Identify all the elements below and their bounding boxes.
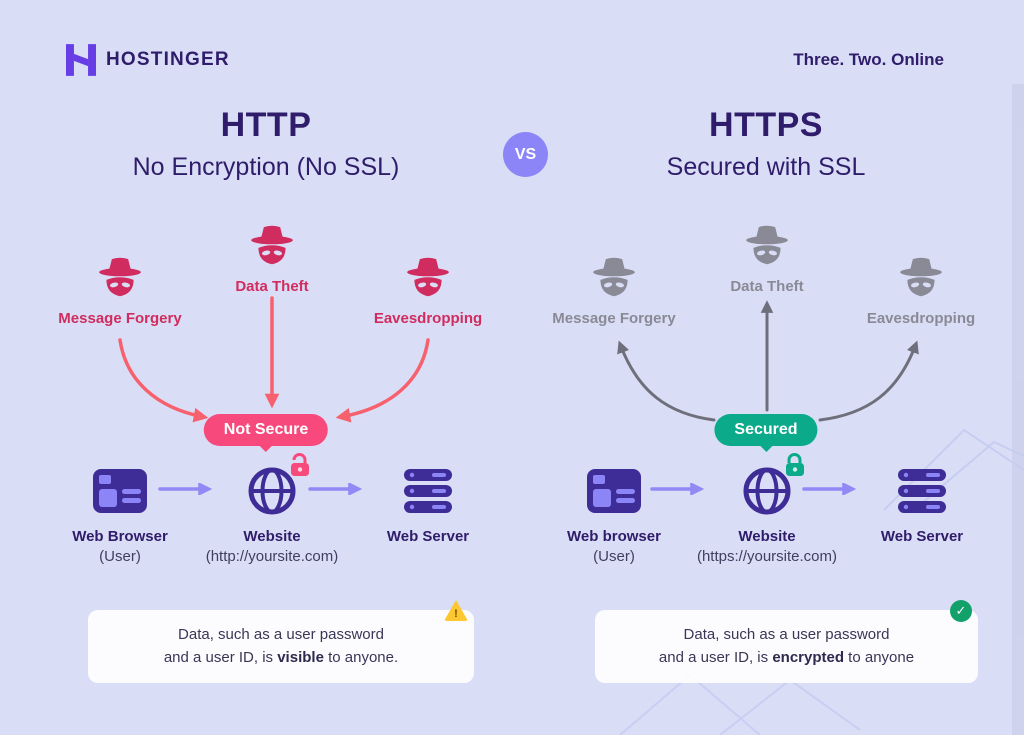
website-node: Website (http://yoursite.com) xyxy=(187,453,357,565)
threat-label: Message Forgery xyxy=(552,310,676,327)
hacker-icon xyxy=(407,257,449,297)
tagline: Three. Two. Online xyxy=(793,50,944,69)
header: HOSTINGER Three. Two. Online xyxy=(66,44,944,76)
node-label: Web Server xyxy=(386,528,470,545)
server-icon xyxy=(898,469,946,513)
node-sublabel: (User) xyxy=(99,548,141,565)
node-label: Web browser xyxy=(567,528,661,545)
threat-data-theft: Data Theft xyxy=(192,224,352,295)
threat-eavesdropping: Eavesdropping xyxy=(841,256,1001,327)
server-icon xyxy=(404,469,452,513)
note-line2: and a user ID, is visible to anyone. xyxy=(163,649,399,667)
not-secure-badge: Not Secure xyxy=(203,414,329,446)
http-subtitle: No Encryption (No SSL) xyxy=(132,153,400,181)
check-icon: ✓ xyxy=(950,600,972,622)
threat-message-forgery: Message Forgery xyxy=(534,256,694,327)
warning-icon: ! xyxy=(444,600,468,621)
browser-icon xyxy=(587,469,641,513)
check-glyph: ✓ xyxy=(955,602,967,618)
hacker-icon xyxy=(746,225,788,265)
hostinger-logo: HOSTINGER xyxy=(66,44,230,76)
node-sublabel: (http://yoursite.com) xyxy=(205,548,339,565)
web-server-node: Web Server xyxy=(837,464,1007,545)
hacker-icon xyxy=(99,257,141,297)
flow-arrow xyxy=(802,483,857,495)
http-column: HTTP No Encryption (No SSL) Message Forg… xyxy=(40,106,492,716)
flow-arrow xyxy=(650,483,705,495)
threat-message-forgery: Message Forgery xyxy=(40,256,200,327)
attack-arrows-in xyxy=(118,296,430,423)
threat-label: Data Theft xyxy=(235,278,309,295)
secured-badge-label: Secured xyxy=(734,421,798,438)
https-note: ✓ Data, such as a user password and a us… xyxy=(595,600,978,683)
flow-arrow xyxy=(158,483,213,495)
node-label: Web Server xyxy=(880,528,964,545)
note-line1: Data, such as a user password xyxy=(178,626,384,643)
note-line1: Data, such as a user password xyxy=(683,626,890,643)
web-browser-node: Web browser (User) xyxy=(529,464,699,565)
globe-icon xyxy=(248,467,296,515)
node-sublabel: (User) xyxy=(593,548,635,565)
warning-glyph: ! xyxy=(454,607,458,620)
threat-label: Eavesdropping xyxy=(866,310,976,327)
threat-data-theft: Data Theft xyxy=(687,224,847,295)
https-title: HTTPS xyxy=(709,106,823,144)
http-note: ! Data, such as a user password and a us… xyxy=(88,600,474,683)
threat-eavesdropping: Eavesdropping xyxy=(348,256,508,327)
node-sublabel: (https://yoursite.com) xyxy=(696,548,838,565)
https-column: HTTPS Secured with SSL Message Forgery D… xyxy=(540,106,992,716)
secured-badge: Secured xyxy=(714,414,818,446)
web-server-node: Web Server xyxy=(343,464,513,545)
background-edge-strip xyxy=(1012,84,1024,735)
not-secure-badge-label: Not Secure xyxy=(223,421,309,438)
hacker-icon xyxy=(900,257,942,297)
vs-badge: VS xyxy=(503,132,548,177)
hostinger-h-icon xyxy=(66,44,96,76)
brand-name: HOSTINGER xyxy=(106,49,230,70)
unlocked-lock-icon xyxy=(291,453,309,476)
node-label: Website xyxy=(243,528,301,545)
https-subtitle: Secured with SSL xyxy=(666,153,866,181)
locked-lock-icon xyxy=(786,453,804,476)
website-node: Website (https://yoursite.com) xyxy=(682,453,852,565)
node-label: Web Browser xyxy=(72,528,168,545)
flow-arrow xyxy=(308,483,363,495)
node-label: Website xyxy=(738,528,796,545)
browser-icon xyxy=(93,469,147,513)
web-browser-node: Web Browser (User) xyxy=(35,464,205,565)
http-title: HTTP xyxy=(220,106,312,144)
hacker-icon xyxy=(593,257,635,297)
hacker-icon xyxy=(251,225,293,265)
threat-label: Eavesdropping xyxy=(373,310,483,327)
note-line2: and a user ID, is encrypted to anyone xyxy=(658,649,915,667)
attack-arrows-deflected xyxy=(617,300,919,422)
globe-icon xyxy=(743,467,791,515)
threat-label: Data Theft xyxy=(730,278,804,295)
threat-label: Message Forgery xyxy=(58,310,182,327)
